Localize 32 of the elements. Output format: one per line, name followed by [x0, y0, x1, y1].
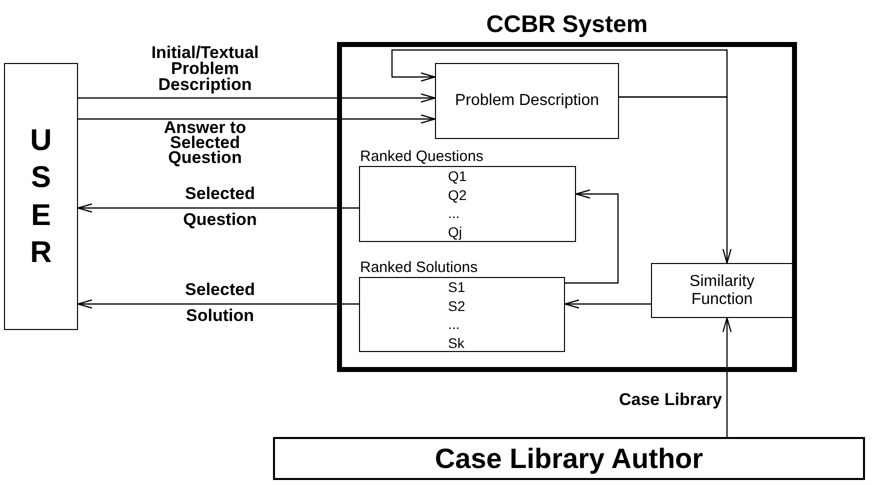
list-item: Sk — [448, 334, 466, 352]
list-item: Q1 — [448, 167, 467, 186]
list-heading: Ranked Solutions — [360, 259, 478, 277]
arrow — [78, 114, 436, 124]
list-heading: Ranked Questions — [360, 148, 484, 166]
box-label: Similarity Function — [688, 272, 756, 308]
list-item: Q2 — [448, 186, 467, 204]
edge-label: Selected Question — [182, 183, 258, 231]
list-item: S2 — [448, 296, 466, 315]
process-box — [435, 63, 619, 139]
arrow — [565, 189, 619, 284]
arrow — [564, 299, 651, 309]
arrow — [391, 49, 728, 98]
user-label: USER — [29, 122, 53, 271]
edge-label: Case Library — [618, 391, 722, 409]
edge-label: Answer to Selected Question — [162, 120, 248, 165]
user-box — [4, 63, 78, 330]
arrow — [77, 299, 359, 309]
arrow — [78, 93, 436, 103]
box-label: Case Library Author — [434, 442, 704, 476]
arrow — [77, 203, 359, 213]
system-title: CCBR System — [485, 10, 649, 40]
list-item: ... — [448, 204, 461, 222]
edge-label: Selected Solution — [184, 279, 256, 327]
box-label: Problem Description — [454, 92, 600, 110]
process-box — [273, 437, 865, 480]
list-item: ... — [448, 315, 461, 334]
process-box — [651, 263, 793, 318]
list-item: Qj — [448, 222, 463, 241]
arrow — [722, 317, 732, 437]
list-item: S1 — [448, 278, 466, 296]
edge-label: Initial/Textual Problem Description — [150, 45, 260, 93]
